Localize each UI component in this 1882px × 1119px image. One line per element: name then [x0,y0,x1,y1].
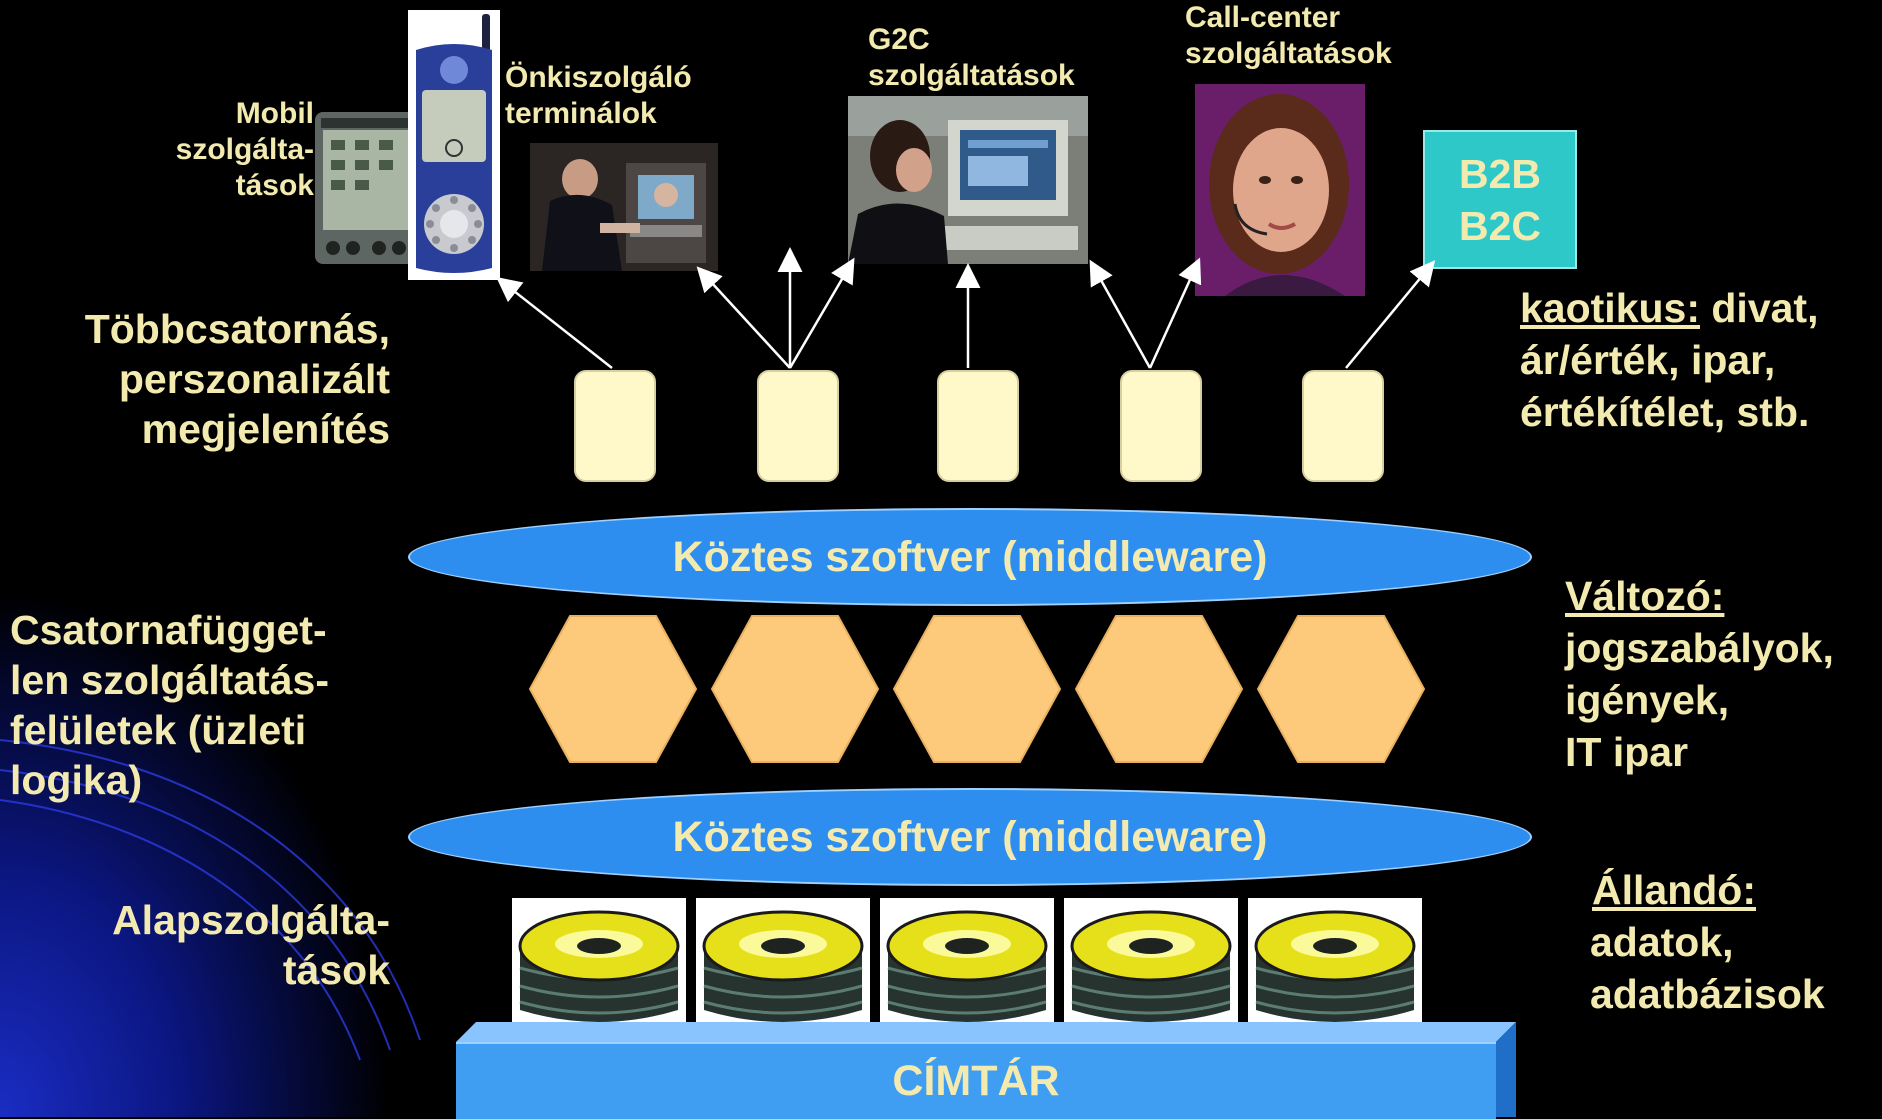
label-line: G2C [868,23,930,56]
label-line: adatbázisok [1590,971,1825,1017]
label-line: adatok, [1590,919,1734,965]
label-line: len szolgáltatás- [10,657,329,703]
label-heading: kaotikus: [1520,285,1700,331]
middleware-label: Köztes szoftver (middleware) [672,532,1268,581]
label-chaotic: kaotikus: divat, ár/érték, ipar, értékít… [1520,282,1818,438]
call-center-agent-photo [1195,84,1365,296]
label-presentation-layer: Többcsatornás, perszonalizált megjelenít… [20,304,390,454]
label-line: B2B [1458,150,1542,197]
label-line: perszonalizált [118,356,390,402]
label-call-center-services: Call-center szolgáltatások [1185,0,1392,72]
arrow [496,276,613,369]
b2b-b2c-box: B2B B2C [1423,130,1577,269]
arrow [696,266,791,369]
business-logic-hexagon [528,615,698,763]
business-logic-hexagon [710,615,880,763]
label-base-layer: Alapszolgálta- tások [20,895,390,995]
database-disk-icon [1246,898,1424,1034]
middleware-layer-bottom: Köztes szoftver (middleware) [408,788,1532,886]
label-line: igények, [1565,677,1730,723]
label-line: megjelenítés [141,406,390,452]
arrow [1148,257,1202,369]
arrow [788,257,855,369]
label-line: szolgáltatások [1185,37,1392,70]
label-line: IT ipar [1565,729,1689,775]
label-line: B2C [1458,202,1542,249]
label-line: szolgálta- [175,133,314,166]
label-line: tások [235,169,314,202]
business-logic-hexagon [892,615,1062,763]
channel-adapter-box [757,370,839,482]
label-line: kaotikus: divat, [1520,282,1818,334]
arrow [1089,259,1152,369]
middleware-layer-top: Köztes szoftver (middleware) [408,508,1532,606]
channel-adapter-box [1120,370,1202,482]
label-mobile-services: Mobil szolgálta- tások [120,96,314,204]
label-line: szolgáltatások [868,59,1075,92]
database-disks [512,898,1424,1034]
label-line: Mobil [235,97,314,130]
label-line: Call-center [1185,1,1341,34]
business-logic-hexagon [1256,615,1426,763]
mobile-phone-image [408,10,500,280]
label-constant: Állandó: adatok, adatbázisok [1590,864,1825,1020]
label-line: Csatornafügget- [10,607,327,653]
label-line: ár/érték, ipar, [1520,337,1776,383]
database-disk-icon [694,898,872,1034]
label-line: felületek (üzleti [10,707,307,753]
middleware-label: Köztes szoftver (middleware) [672,812,1268,861]
label-line: logika) [10,757,143,803]
label-line: terminálok [505,97,657,130]
directory-bar: CÍMTÁR [456,1042,1496,1119]
g2c-services-photo [848,96,1088,264]
label-line: tások [282,947,390,993]
self-service-terminal-photo [530,143,718,271]
label-heading: Változó: [1565,573,1725,619]
label-line: Alapszolgálta- [112,897,390,943]
database-disk-icon [1062,898,1240,1034]
channel-adapter-box [1302,370,1384,482]
pda-device-image [315,112,417,264]
label-self-service-terminals: Önkiszolgáló terminálok [505,60,692,132]
label-g2c-services: G2C szolgáltatások [868,22,1075,94]
database-disk-icon [878,898,1056,1034]
label-text: divat, [1700,285,1819,331]
label-line: jogszabályok, [1565,625,1834,671]
database-disk-icon [512,898,688,1034]
channel-adapter-box [937,370,1019,482]
channel-adapter-box [574,370,656,482]
label-line: Többcsatornás, [84,306,390,352]
label-line: értékítélet, stb. [1520,389,1810,435]
label-variable: Változó: jogszabályok, igények, IT ipar [1565,570,1834,778]
directory-label: CÍMTÁR [892,1057,1060,1105]
label-line: Önkiszolgáló [505,61,692,94]
business-logic-hexagon [1074,615,1244,763]
directory-bar-3d [456,1022,1516,1117]
label-heading: Állandó: [1592,867,1756,913]
label-business-layer: Csatornafügget- len szolgáltatás- felüle… [10,605,410,805]
arrow [1345,260,1436,369]
